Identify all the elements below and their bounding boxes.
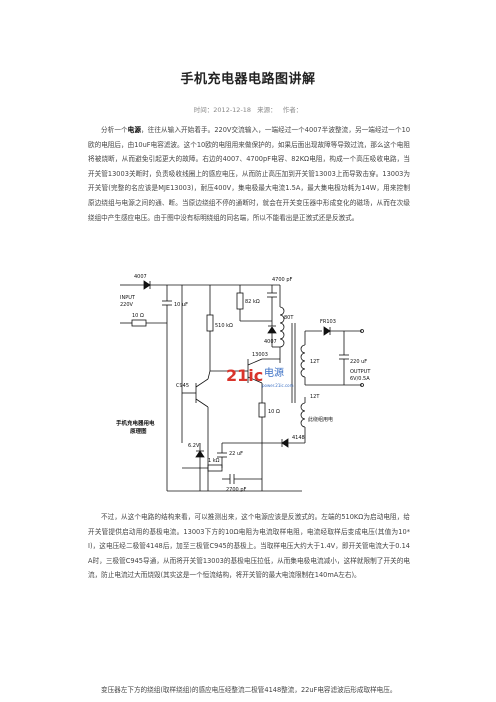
label-caption-2: 原理图 [130, 427, 147, 435]
circuit-diagram: 4007 INPUT 220V 10 uF 10 Ω 82 kΩ 4700 pF… [116, 274, 371, 493]
label-r-82k: 82 kΩ [245, 299, 260, 305]
label-w-80t: 80T [284, 315, 294, 321]
paragraph-1: 分析一个电源，往往从输入开始着手。220V交流输入，一端经过一个4007半波整流… [88, 123, 410, 225]
p1-text-start: 分析一个 [101, 126, 128, 134]
label-d-4007-2: 4007 [264, 339, 277, 345]
meta-author: 作者： [282, 106, 303, 114]
watermark-21ic: 21ic [226, 366, 263, 385]
label-c-220: 220 uF [350, 359, 367, 365]
label-c-22: 22 uF [229, 451, 243, 457]
label-d-4007-in: 4007 [134, 274, 147, 280]
article-title: 手机充电器电路图讲解 [180, 72, 316, 87]
p1-power-link[interactable]: 电源 [127, 126, 142, 134]
paragraph-2: 不过，从这个电路的结构来看，可以推测出来，这个电源应该是反激式的。左端的510K… [88, 513, 410, 580]
label-w-12t-bot: 12T [310, 394, 320, 400]
p1-text-rest: ，往往从输入开始着手。220V交流输入，一端经过一个4007半波整流，另一端经过… [88, 126, 411, 222]
label-d-fr: FR103 [320, 319, 336, 325]
label-q-13003: 13003 [252, 352, 268, 358]
label-input: INPUT [120, 295, 136, 301]
label-w-12t-top: 12T [310, 359, 320, 365]
label-r-1k: 1 kΩ [208, 458, 220, 464]
label-c-10uf: 10 uF [174, 302, 188, 308]
watermark-cn: 电源 [264, 366, 284, 379]
watermark-logo: 21ic 电源 power.21ic.com [226, 366, 294, 388]
label-c-4700: 4700 pF [272, 277, 292, 283]
label-c-2700: 2700 pF [226, 487, 246, 493]
meta-source: 来源： [257, 106, 277, 114]
watermark-site: power.21ic.com [262, 383, 294, 388]
meta-time: 时间：2012-12-18 [193, 106, 252, 114]
article-meta: 时间：2012-12-18 来源： 作者： [0, 104, 496, 114]
label-caption-1: 手机充电器用电 [116, 419, 155, 427]
label-z-62: 6.2V [188, 443, 200, 449]
label-d-4148: 4148 [292, 435, 305, 441]
label-output: OUTPUT [350, 369, 371, 375]
label-output-v: 6V/0.5A [350, 376, 370, 382]
label-note: 此绕组用电 [308, 416, 333, 423]
label-r-10-in: 10 Ω [132, 313, 144, 319]
label-input-v: 220V [120, 302, 134, 308]
paragraph-3: 变压器左下方的绕组(取样绕组)的感应电压经整流二极管4148整流，22uF电容滤… [101, 686, 397, 694]
label-q-c945: C945 [176, 383, 189, 389]
label-r-510k: 510 kΩ [215, 323, 233, 329]
label-r-10-e: 10 Ω [268, 409, 280, 415]
